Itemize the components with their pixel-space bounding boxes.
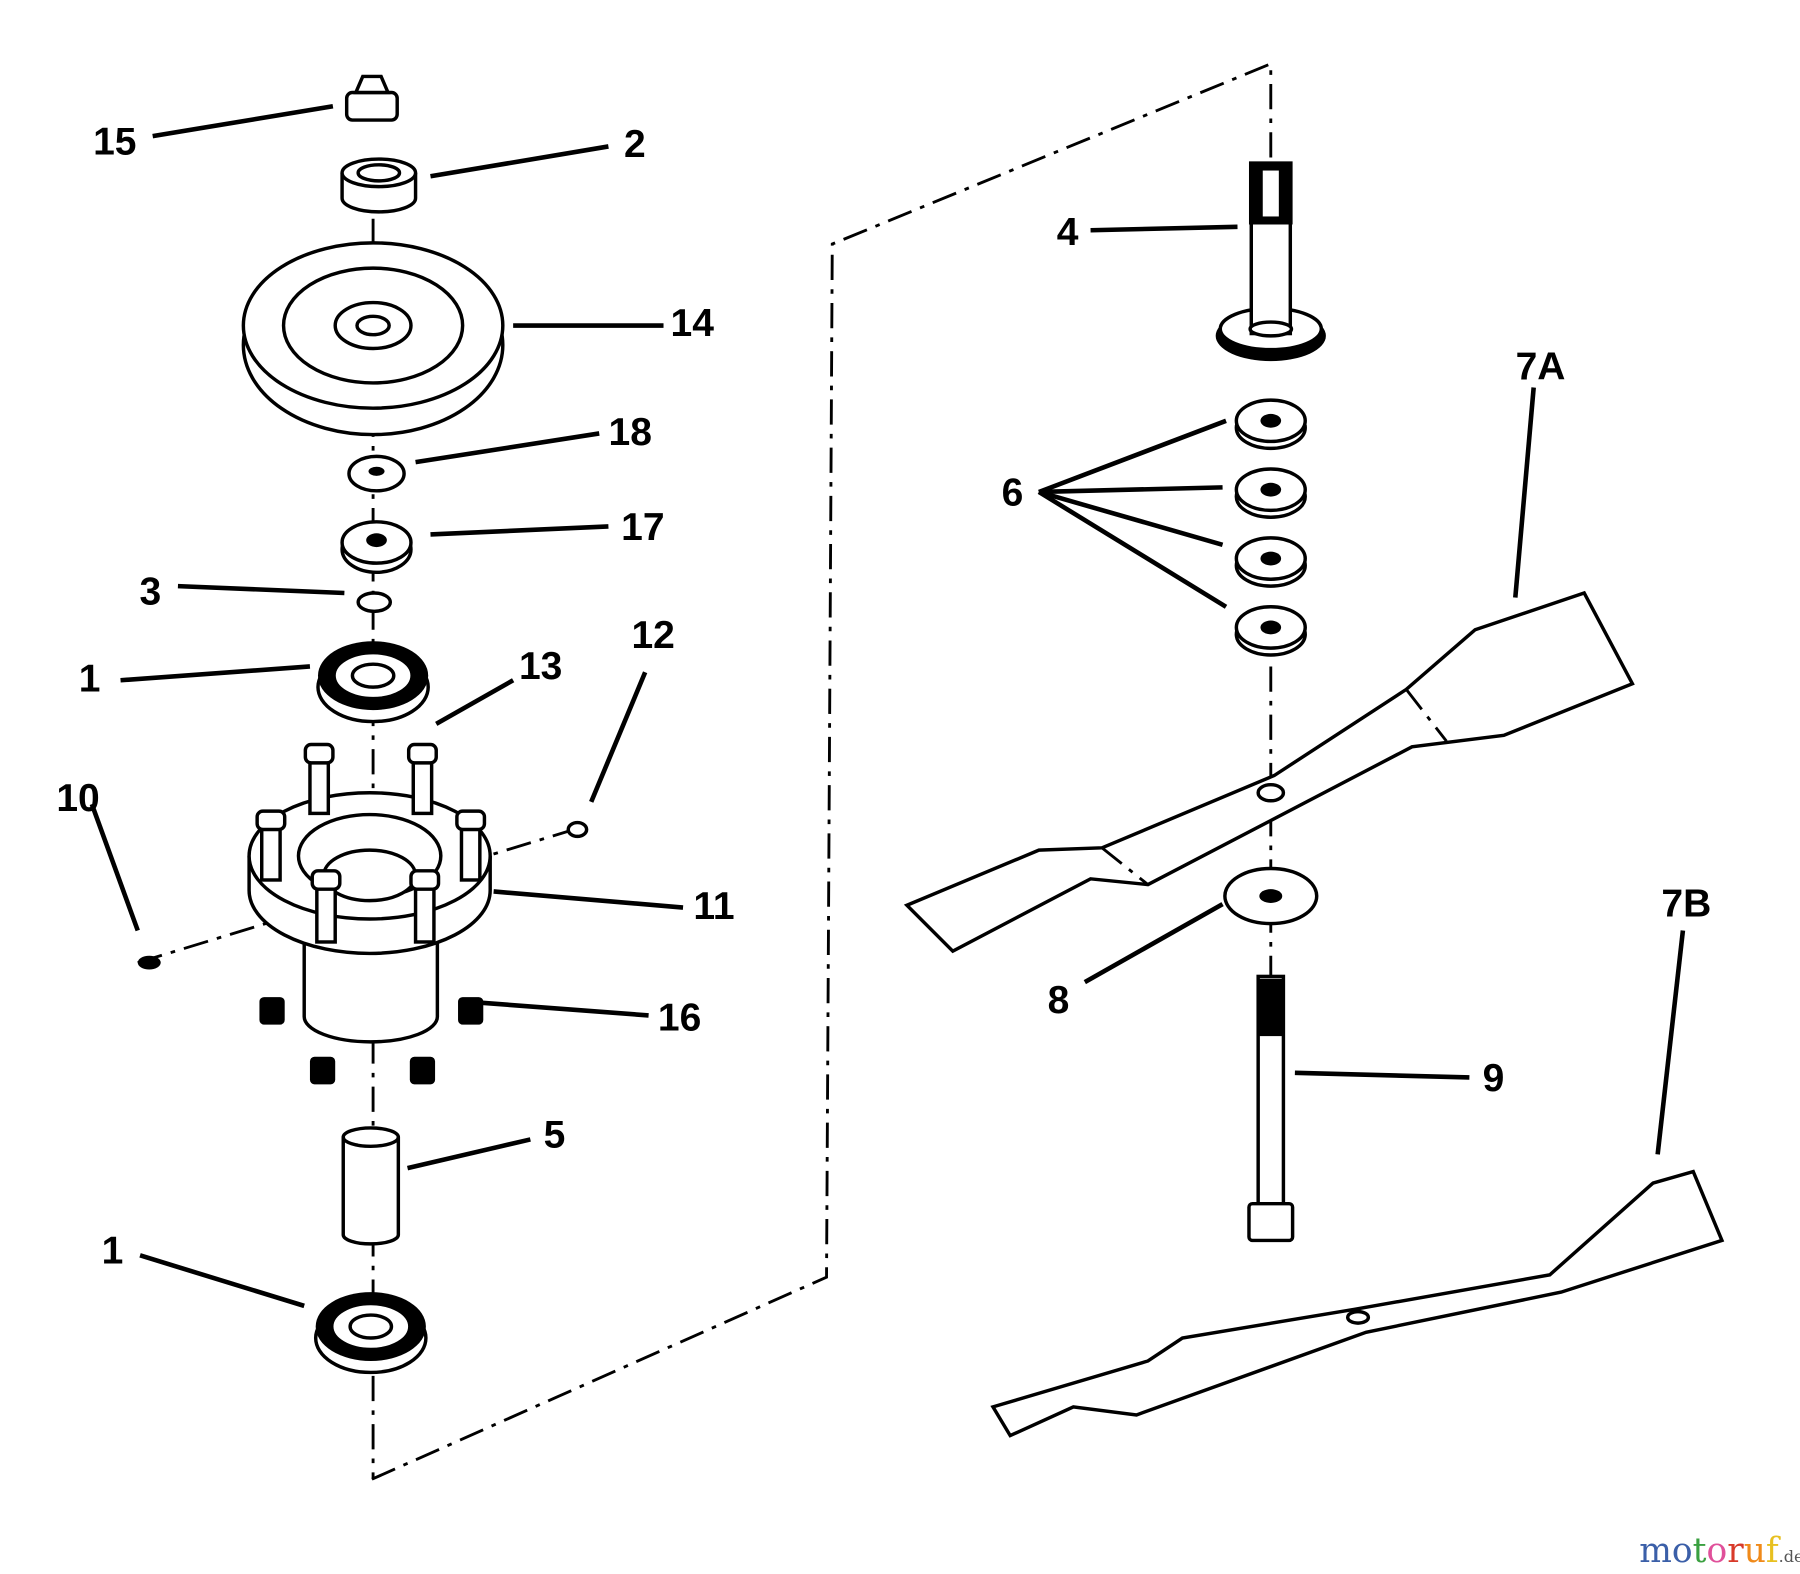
callout-1-lower: 1 (102, 1229, 124, 1272)
callout-6: 6 (1002, 472, 1024, 515)
callout-13: 13 (519, 645, 562, 688)
callout-7a: 7A (1516, 345, 1566, 388)
callout-9: 9 (1483, 1057, 1505, 1100)
blade-7a-part (903, 590, 1635, 954)
callout-1-upper: 1 (79, 658, 101, 701)
pulley-part (241, 241, 505, 437)
grease-fitting-part (566, 820, 589, 839)
snap-ring-part (356, 591, 393, 614)
hex-nut-part (344, 74, 399, 122)
spacer-tube-part (341, 1126, 401, 1246)
plug-part (137, 955, 161, 970)
shim-washers-part (1234, 398, 1307, 657)
callout-18: 18 (609, 411, 652, 454)
callout-11: 11 (693, 885, 734, 928)
callout-4: 4 (1057, 211, 1079, 254)
lock-nuts-part (259, 997, 484, 1085)
callout-8: 8 (1048, 979, 1070, 1022)
callout-17: 17 (621, 506, 664, 549)
watermark-logo: motoruf.de (1639, 1531, 1800, 1571)
spindle-shaft-part (1215, 161, 1326, 362)
small-washer-part (347, 454, 406, 493)
callout-16: 16 (658, 996, 701, 1039)
blade-7b-part (990, 1169, 1725, 1438)
callout-7b: 7B (1661, 883, 1711, 926)
spindle-housing-part (247, 742, 492, 1044)
leader-lines (89, 103, 1686, 1309)
callout-5: 5 (544, 1113, 566, 1156)
blade-washer-part (1223, 866, 1319, 926)
assembly-frame-line (371, 61, 1273, 1481)
callout-14: 14 (671, 302, 715, 345)
washer-part (340, 520, 413, 575)
callout-3: 3 (140, 570, 162, 613)
callout-12: 12 (631, 614, 674, 657)
bearing-upper-part (316, 641, 430, 724)
bolt-heads (255, 742, 487, 944)
callout-2: 2 (624, 123, 646, 166)
spacer-part (340, 157, 418, 214)
callout-15: 15 (93, 120, 136, 163)
bearing-lower-part (313, 1292, 428, 1375)
callout-10: 10 (56, 777, 99, 820)
blade-bolt-part (1247, 974, 1295, 1243)
